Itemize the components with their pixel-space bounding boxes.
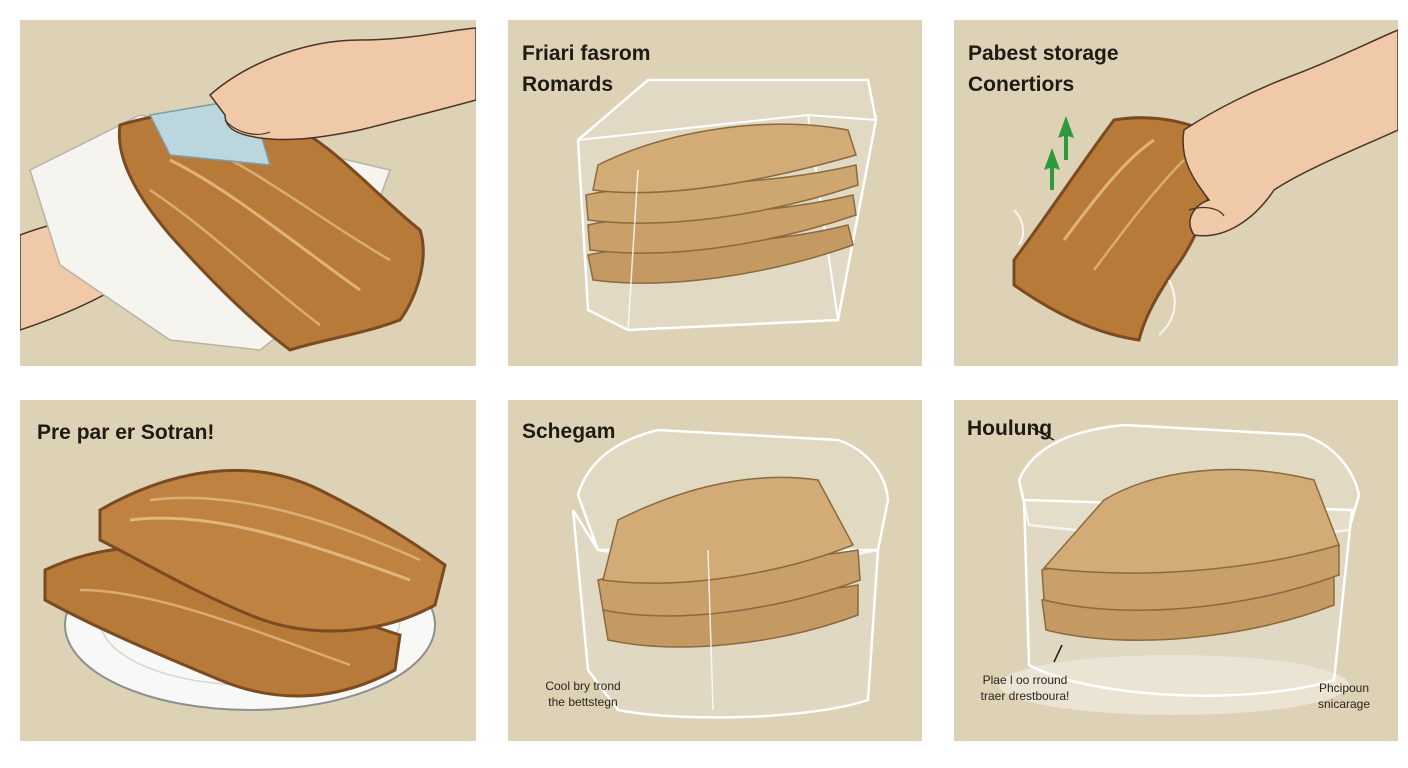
panel-5: Schegam Cool bry trond the bettstegn [508, 400, 922, 741]
jerky-strip [1012, 116, 1214, 342]
jerky-stack [585, 123, 859, 284]
jerky-on-plate-illustration [43, 468, 447, 711]
hand [1182, 29, 1398, 237]
panel-3-title-line-2: Conertiors [968, 73, 1075, 96]
panel-6: Houlung Plae l oo rround traer drestbour… [954, 400, 1398, 741]
panel-5-caption-line-1: Cool bry trond [545, 679, 621, 693]
panel-4: Pre par er Sotran! [20, 400, 476, 741]
panel-5-caption-line-2: the bettstegn [548, 695, 618, 709]
wiping-jerky-illustration [20, 27, 476, 352]
hand [208, 27, 476, 141]
panel-2-title-line-1: Friari fasrom [522, 42, 651, 65]
sealed-container-illustration [999, 423, 1361, 715]
panel-6-corner-caption-line-1: Phcipoun [1318, 681, 1370, 695]
panel-4-title: Pre par er Sotran! [37, 421, 215, 444]
panel-3-title-line-1: Pabest storage [968, 42, 1119, 65]
jerky-strip-top [98, 468, 447, 633]
panel-2: Friari fasrom Romards [508, 20, 922, 366]
jerky-stack [597, 476, 861, 648]
arrow-up-icon [1044, 116, 1074, 190]
glass-container-illustration [576, 78, 878, 332]
hand-holding-jerky-illustration [1012, 29, 1398, 342]
panel-5-title: Schegam [522, 420, 616, 443]
panel-1 [20, 20, 476, 366]
panel-2-title-line-2: Romards [522, 73, 614, 96]
panel-6-caption-line-2: traer drestboura! [980, 689, 1070, 703]
panel-3: Pabest storage Conertiors [954, 20, 1398, 366]
lidded-container-illustration [571, 428, 890, 719]
panel-6-corner-caption-line-2: snicarage [1317, 697, 1371, 711]
panel-6-caption-line-1: Plae l oo rround [982, 673, 1068, 687]
panel-6-title: Houlung [967, 417, 1053, 440]
jerky-stack [1041, 468, 1340, 641]
